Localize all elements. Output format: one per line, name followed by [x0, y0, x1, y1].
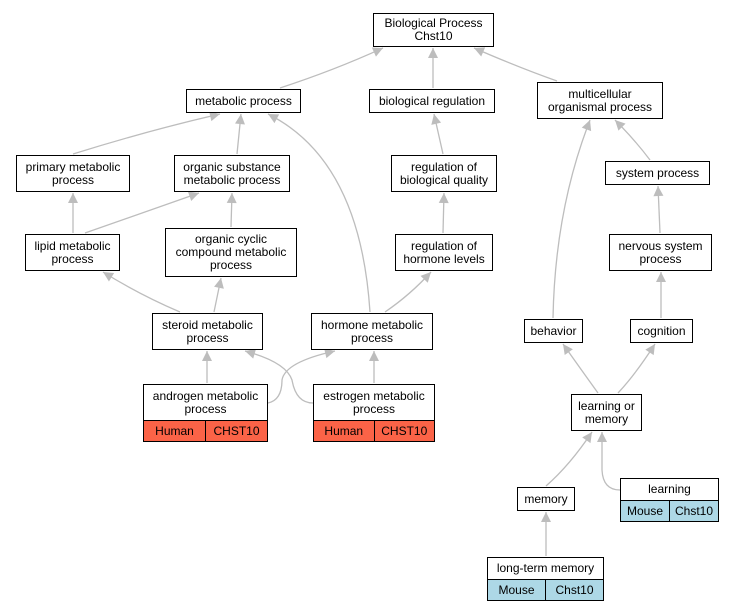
node-biological-regulation[interactable]: biological regulation: [369, 89, 495, 113]
arrowhead-metabolic-to-root: [371, 47, 383, 57]
node-primary-metabolic-process[interactable]: primary metabolic process: [16, 155, 130, 192]
edge-behavior-to-multicell: [552, 119, 591, 319]
arrowhead-estrogen-to-hormone: [369, 351, 379, 361]
arrowhead-primary-to-metabolic: [209, 111, 220, 122]
edge-lipid-to-orgsub: [84, 192, 200, 234]
annotation-species: Human: [155, 424, 194, 438]
arrowhead-learnmem-to-cognition: [645, 344, 655, 356]
arrowhead-multicell-to-root: [474, 47, 486, 57]
annotation-species: Mouse: [626, 504, 664, 518]
arrowhead-cognition-to-nervous: [656, 272, 666, 282]
edge-metabolic-to-root: [279, 47, 384, 89]
arrowhead-behavior-to-multicell: [581, 120, 592, 132]
edge-primary-to-metabolic: [72, 113, 221, 155]
arrowhead-androgen-to-hormone: [324, 348, 335, 359]
node-lipid-metabolic-process[interactable]: lipid metabolic process: [25, 234, 120, 271]
node-androgen-metabolic-process[interactable]: androgen metabolic process: [143, 384, 268, 421]
edge-multicell-to-root: [473, 47, 558, 82]
arrowhead-steroid-to-lipid: [103, 272, 115, 282]
node-nervous-system-process[interactable]: nervous system process: [609, 234, 712, 271]
annotation-gene: CHST10: [373, 421, 435, 441]
annotation-species: Human: [324, 424, 364, 438]
edge-hormone-to-metabolic: [267, 113, 371, 313]
arrowhead-reghorm-to-regqual: [438, 193, 449, 204]
node-system-process[interactable]: system process: [605, 161, 710, 185]
arrowhead-regqual-to-bioreg: [431, 114, 442, 125]
node-organic-substance-metabolic-process[interactable]: organic substance metabolic process: [174, 155, 290, 192]
node-regulation-of-hormone-levels[interactable]: regulation of hormone levels: [395, 234, 493, 271]
node-cognition[interactable]: cognition: [630, 319, 693, 343]
arrowhead-ltm-to-memory: [541, 512, 551, 522]
node-hormone-metabolic-process[interactable]: hormone metabolic process: [311, 313, 433, 350]
node-learning[interactable]: learning: [620, 478, 719, 501]
arrowhead-lipid-to-primary: [68, 193, 78, 203]
arrowhead-steroid-to-cyclic: [214, 278, 224, 289]
edge-steroid-to-lipid: [102, 271, 181, 313]
node-behavior[interactable]: behavior: [524, 319, 583, 343]
annotation-species: Mouse: [498, 583, 535, 597]
node-learning-or-memory[interactable]: learning or memory: [571, 394, 642, 431]
node-estrogen-metabolic-process[interactable]: estrogen metabolic process: [313, 384, 435, 421]
node-steroid-metabolic-process[interactable]: steroid metabolic process: [152, 313, 263, 350]
node-memory[interactable]: memory: [517, 487, 575, 511]
arrowhead-hormone-to-reghorm: [420, 272, 431, 283]
arrowhead-learnmem-to-behavior: [563, 344, 573, 356]
annotation-estrogen: Human CHST10: [313, 421, 435, 442]
annotation-gene: Chst10: [545, 580, 603, 600]
arrowhead-estrogen-to-steroid: [245, 348, 256, 359]
node-organic-cyclic-compound-metabolic-process[interactable]: organic cyclic compound metabolic proces…: [165, 228, 297, 277]
arrowhead-androgen-to-steroid: [202, 351, 212, 361]
node-metabolic-process[interactable]: metabolic process: [186, 89, 301, 113]
arrowhead-sysproc-to-multicell: [615, 120, 626, 131]
node-regulation-of-biological-quality[interactable]: regulation of biological quality: [391, 155, 497, 192]
node-long-term-memory[interactable]: long-term memory: [487, 557, 604, 580]
edge-memory-to-learnmem: [545, 431, 593, 487]
node-multicellular-organismal-process[interactable]: multicellular organismal process: [537, 82, 663, 119]
annotation-gene: Chst10: [669, 501, 718, 521]
edge-learning-to-learnmem: [601, 432, 621, 491]
arrowhead-cyclic-to-orgsub: [226, 193, 237, 204]
annotation-gene: CHST10: [205, 421, 267, 441]
arrowhead-lipid-to-orgsub: [187, 191, 199, 202]
annotation-long-term-memory: Mouse Chst10: [487, 580, 604, 601]
arrowhead-hormone-to-metabolic: [268, 114, 280, 124]
arrowhead-nervous-to-sysproc: [653, 186, 664, 197]
annotation-androgen: Human CHST10: [143, 421, 268, 442]
node-biological-process[interactable]: Biological Process Chst10: [373, 13, 494, 47]
arrowhead-orgsub-to-metabolic: [235, 114, 245, 125]
edge-androgen-to-hormone: [267, 350, 336, 404]
arrowhead-learning-to-learnmem: [597, 432, 607, 442]
arrowhead-memory-to-learnmem: [582, 432, 592, 444]
arrowhead-bioreg-to-root: [428, 48, 438, 58]
annotation-learning: Mouse Chst10: [620, 501, 719, 522]
edge-estrogen-to-steroid: [244, 350, 314, 404]
